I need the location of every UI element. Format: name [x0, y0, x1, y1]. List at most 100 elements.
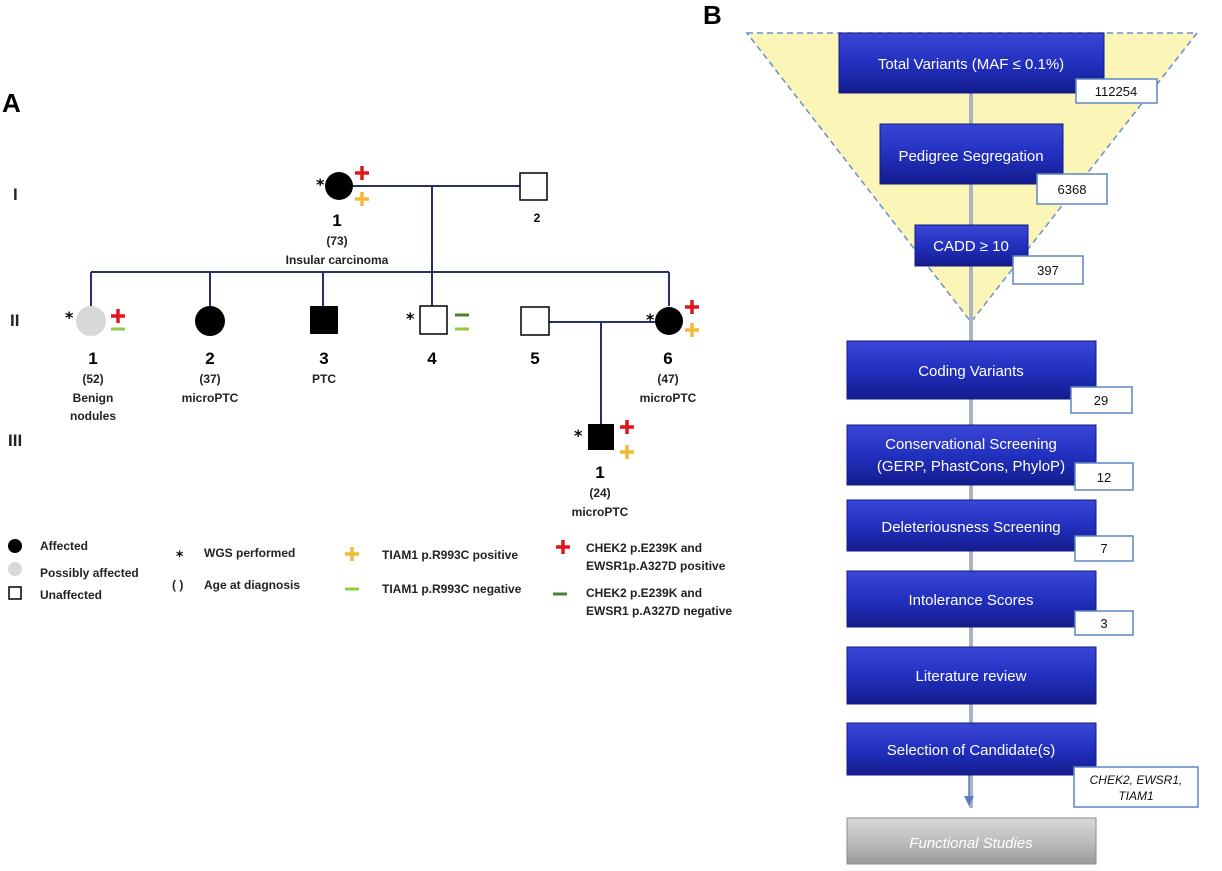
candidate-genes-box: [1073, 766, 1199, 808]
red-plus-icon: [685, 300, 699, 314]
pedigree-legend: Affected Possibly affected Unaffected * …: [8, 539, 732, 618]
step-label: Deleteriousness Screening: [881, 519, 1060, 536]
legend-chek2-negative-line-1: CHEK2 p.E239K and: [586, 586, 702, 600]
step-box: [914, 224, 1029, 267]
individual-number: 2: [205, 349, 214, 368]
age-at-diagnosis: (52): [82, 372, 103, 386]
diagnosis: Insular carcinoma: [286, 253, 389, 267]
age-at-diagnosis: (47): [657, 372, 678, 386]
generation-label-i: I: [13, 185, 18, 204]
panel-b-letter: B: [703, 0, 722, 30]
unaffected-male-symbol: [520, 306, 550, 336]
red-plus-legend-icon: [556, 540, 570, 554]
orange-plus-icon: [355, 192, 369, 206]
count-box: [1036, 173, 1108, 205]
step-label: Intolerance Scores: [908, 592, 1033, 609]
affected-female-symbol: [195, 306, 225, 336]
generation-label-ii: II: [10, 311, 19, 330]
individual-number: 3: [319, 349, 328, 368]
diagnosis: microPTC: [640, 391, 697, 405]
individual-ii-5: 5: [520, 306, 550, 368]
individual-i-2: 2: [519, 172, 548, 225]
red-plus-icon: [355, 166, 369, 180]
legend-tiam1-positive: TIAM1 p.R993C positive: [382, 548, 518, 562]
variant-count: 112254: [1095, 84, 1137, 99]
wgs-star-icon: *: [65, 308, 74, 327]
count-box: [1012, 255, 1084, 285]
individual-number: 2: [534, 211, 541, 225]
legend-chek2-positive-line-2: EWSR1p.A327D positive: [586, 559, 726, 573]
step-coding-variants: Coding Variants 29: [846, 340, 1133, 414]
step-intolerance-scores: Intolerance Scores 3: [846, 570, 1134, 636]
step-label-line-2: (GERP, PhastCons, PhyloP): [877, 458, 1065, 475]
variant-count: 29: [1094, 393, 1108, 408]
individual-ii-6: * 6 (47) microPTC: [640, 300, 699, 405]
unaffected-male-symbol: [519, 172, 548, 201]
individual-ii-2: 2 (37) microPTC: [182, 306, 239, 405]
step-label: Functional Studies: [909, 835, 1033, 852]
diagnosis-line-1: Benign: [73, 391, 114, 405]
individual-number: 1: [88, 349, 97, 368]
step-label: Pedigree Segregation: [898, 148, 1043, 165]
orange-plus-legend-icon: [345, 547, 359, 561]
step-box: [879, 123, 1064, 185]
step-label: CADD ≥ 10: [933, 238, 1009, 255]
possibly-affected-legend-icon: [8, 562, 22, 576]
step-box: [838, 32, 1105, 94]
step-label: Coding Variants: [918, 363, 1024, 380]
count-box: [1070, 386, 1133, 414]
step-functional-studies: Functional Studies: [846, 817, 1097, 865]
wgs-star-legend-icon: *: [176, 549, 184, 565]
red-plus-icon: [620, 420, 634, 434]
affected-female-symbol: [325, 172, 353, 200]
candidate-genes-line-2: TIAM1: [1118, 789, 1153, 803]
step-box: [846, 340, 1097, 400]
count-box: [1075, 78, 1158, 104]
legend-unaffected: Unaffected: [40, 588, 102, 602]
step-box: [846, 817, 1097, 865]
legend-tiam1-negative: TIAM1 p.R993C negative: [382, 582, 522, 596]
step-cadd: CADD ≥ 10 397: [914, 224, 1084, 285]
pedigree-lines: [90, 185, 670, 424]
down-arrow-icon: [964, 796, 974, 806]
step-total-variants: Total Variants (MAF ≤ 0.1%) 112254: [838, 32, 1158, 104]
affected-male-symbol: [310, 306, 338, 334]
individual-ii-1: * 1 (52) Benign nodules: [65, 306, 125, 423]
affected-legend-icon: [8, 539, 22, 553]
step-label: Literature review: [916, 668, 1027, 685]
step-label: Total Variants (MAF ≤ 0.1%): [878, 56, 1064, 73]
step-deleteriousness-screening: Deleteriousness Screening 7: [846, 499, 1134, 562]
affected-female-symbol: [655, 307, 683, 335]
wgs-star-icon: *: [574, 426, 583, 445]
generation-label-iii: III: [8, 431, 22, 450]
step-label: Selection of Candidate(s): [887, 742, 1055, 759]
legend-chek2-positive-line-1: CHEK2 p.E239K and: [586, 541, 702, 555]
step-selection-of-candidates: Selection of Candidate(s) CHEK2, EWSR1, …: [846, 722, 1199, 808]
possibly-affected-female-symbol: [76, 306, 106, 336]
red-plus-icon: [111, 309, 125, 323]
step-box: [846, 646, 1097, 705]
step-box: [846, 722, 1097, 776]
legend-age: Age at diagnosis: [204, 578, 300, 592]
step-box: [846, 499, 1097, 552]
step-literature-review: Literature review: [846, 646, 1097, 705]
legend-wgs: WGS performed: [204, 546, 295, 560]
step-box: [846, 570, 1097, 628]
legend-affected: Affected: [40, 539, 88, 553]
individual-number: 4: [427, 349, 437, 368]
count-box: [1074, 535, 1134, 562]
individual-number: 1: [332, 211, 341, 230]
unaffected-male-symbol: [419, 305, 448, 335]
individual-ii-4: * 4: [406, 305, 469, 368]
panel-a-letter: A: [2, 88, 21, 118]
diagnosis: microPTC: [572, 505, 629, 519]
wgs-star-icon: *: [316, 175, 325, 194]
individual-number: 5: [530, 349, 539, 368]
individual-number: 6: [663, 349, 672, 368]
count-box: [1074, 462, 1134, 491]
orange-plus-icon: [620, 445, 634, 459]
variant-count: 6368: [1058, 182, 1087, 197]
individual-ii-3: 3 PTC: [310, 306, 338, 386]
diagnosis: PTC: [312, 372, 336, 386]
wgs-star-icon: *: [406, 309, 415, 328]
